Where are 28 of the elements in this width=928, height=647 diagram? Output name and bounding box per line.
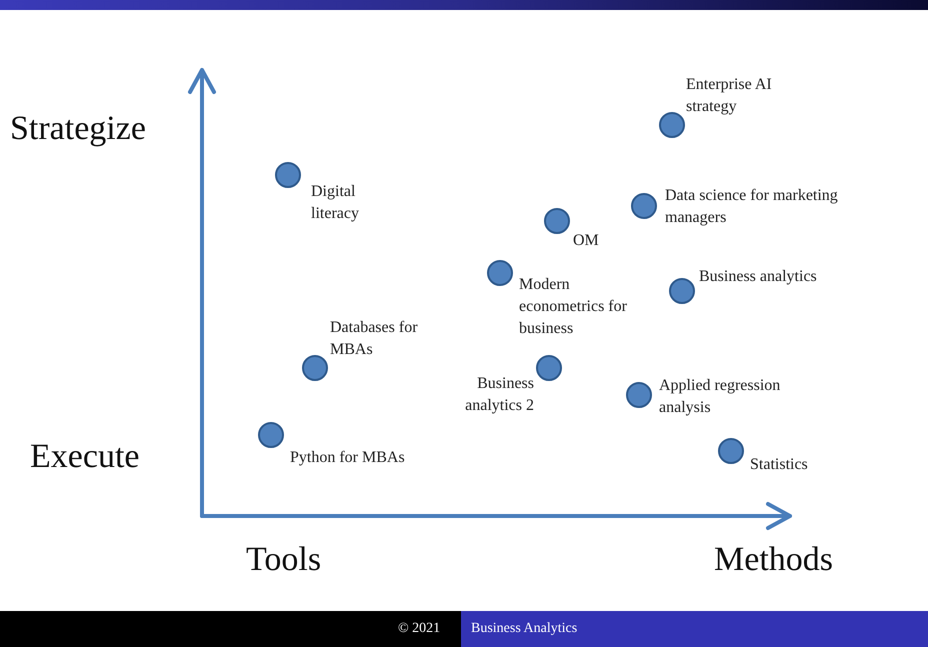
data-point bbox=[659, 112, 685, 138]
data-point bbox=[669, 278, 695, 304]
axis-label: Methods bbox=[714, 541, 833, 579]
point-label: Enterprise AI strategy bbox=[686, 75, 773, 117]
axis-label: Tools bbox=[246, 541, 322, 579]
data-point bbox=[302, 355, 328, 381]
point-label: Python for MBAs bbox=[290, 448, 406, 468]
point-label: Modern econometrics for business bbox=[519, 275, 628, 339]
data-point bbox=[626, 382, 652, 408]
data-point bbox=[487, 260, 513, 286]
data-point bbox=[544, 208, 570, 234]
point-label: Applied regression analysis bbox=[659, 376, 782, 418]
point-label: OM bbox=[573, 231, 600, 251]
point-label: Databases for MBAs bbox=[330, 318, 419, 360]
data-point bbox=[536, 355, 562, 381]
data-point bbox=[718, 438, 744, 464]
point-label: Data science for marketing managers bbox=[665, 186, 839, 228]
copyright-text: © 2021 bbox=[398, 621, 440, 637]
point-label: Business analytics 2 bbox=[464, 374, 534, 416]
point-label: Business analytics bbox=[699, 267, 818, 287]
axis-label: Strategize bbox=[10, 110, 146, 148]
axis-label: Execute bbox=[30, 438, 140, 476]
footer-title: Business Analytics bbox=[471, 621, 578, 637]
point-label: Digital literacy bbox=[311, 182, 360, 224]
point-label: Statistics bbox=[750, 455, 809, 475]
data-point bbox=[275, 162, 301, 188]
data-point bbox=[258, 422, 284, 448]
data-point bbox=[631, 193, 657, 219]
